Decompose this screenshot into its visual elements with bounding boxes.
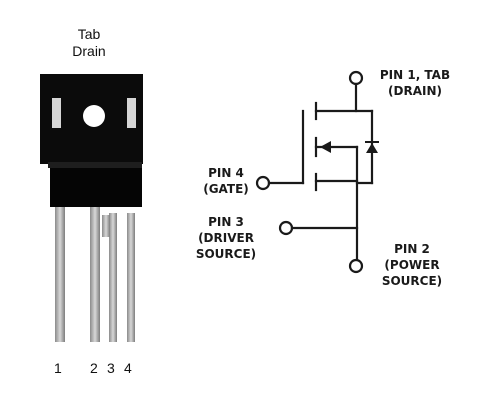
power-source-terminal	[348, 258, 364, 274]
gate-terminal	[255, 175, 271, 191]
drain-terminal	[348, 70, 364, 86]
tab-label: Tab	[77, 26, 101, 42]
tab-drain-label: Tab Drain	[64, 26, 114, 60]
drain-label: Drain	[72, 43, 106, 59]
driver-source-terminal	[278, 220, 294, 236]
pin2-label: PIN 2 (POWER SOURCE)	[381, 242, 443, 288]
lead-4	[127, 213, 135, 342]
pin-number-3: 3	[107, 360, 115, 376]
pin3-label: PIN 3 (DRIVER SOURCE)	[195, 215, 257, 261]
pin-number-2: 2	[90, 360, 98, 376]
lead-3	[109, 213, 117, 342]
pin-number-1: 1	[54, 360, 62, 376]
body-diode	[366, 143, 378, 153]
pin-number-4: 4	[124, 360, 132, 376]
tab-slot-right	[127, 98, 136, 128]
lead-1	[55, 205, 65, 342]
channel-arrow	[320, 141, 331, 153]
pin1-label: PIN 1, TAB (DRAIN)	[379, 68, 451, 98]
mounting-hole	[83, 105, 105, 127]
lead-2	[90, 205, 100, 342]
pin4-label: PIN 4 (GATE)	[203, 166, 249, 196]
tab-slot-left	[52, 98, 61, 128]
